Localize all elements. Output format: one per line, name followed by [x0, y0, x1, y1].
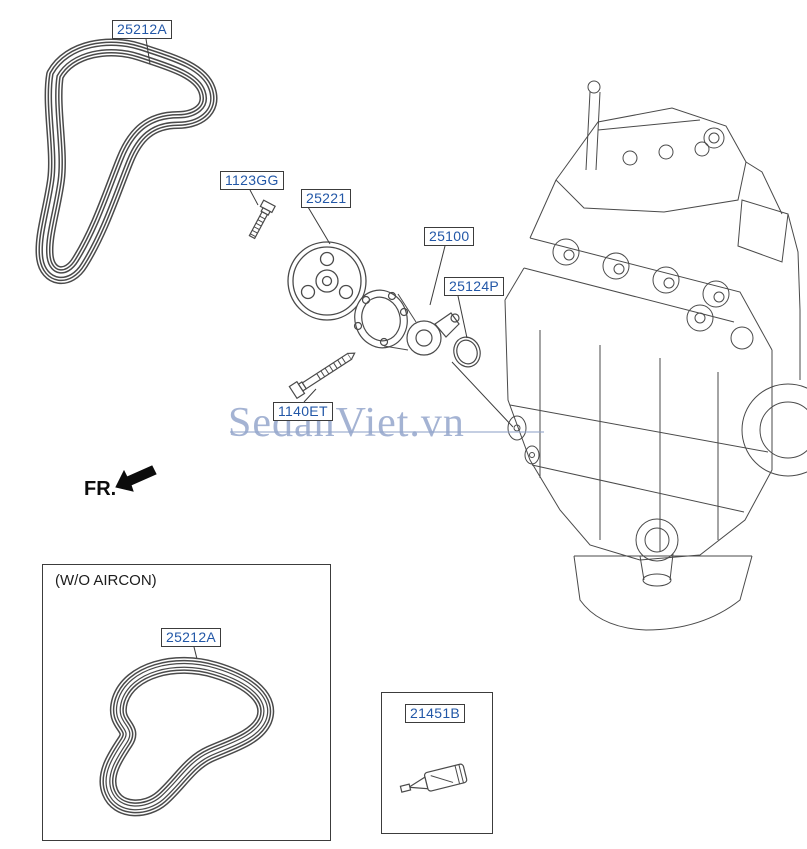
- sealant-tube-drawing: [399, 763, 468, 793]
- sealant-box: [381, 692, 493, 834]
- drive-belt-drawing: [35, 38, 218, 284]
- part-label-o-ring[interactable]: 25124P: [444, 277, 505, 296]
- part-label-belt[interactable]: 25212A: [112, 20, 173, 39]
- pump-bolt-drawing: [288, 352, 356, 400]
- watermark: SedanViet.vn: [228, 400, 465, 446]
- leader-lines: [145, 38, 514, 664]
- part-label-pump-bolt[interactable]: 1140ET: [273, 402, 333, 421]
- part-label-pulley[interactable]: 25221: [301, 189, 352, 208]
- wo-aircon-note: (W/O AIRCON): [55, 572, 157, 589]
- engine-assembly-drawing: [504, 80, 807, 631]
- wo-aircon-box: [42, 564, 331, 841]
- part-label-water-pump[interactable]: 25100: [424, 227, 475, 246]
- part-label-belt-wo-aircon[interactable]: 25212A: [161, 628, 222, 647]
- o-ring-drawing: [453, 336, 481, 368]
- pulley-bolt-drawing: [248, 199, 276, 240]
- water-pump-pulley-drawing: [287, 241, 367, 321]
- watermark-line: [230, 431, 544, 433]
- water-pump-drawing: [353, 289, 460, 356]
- fr-direction-arrow: [115, 465, 157, 492]
- part-label-sealant[interactable]: 21451B: [405, 704, 466, 723]
- front-direction-label: FR.: [84, 478, 117, 500]
- drive-belt-wo-aircon-drawing: [99, 656, 275, 817]
- part-label-pulley-bolt[interactable]: 1123GG: [220, 171, 284, 190]
